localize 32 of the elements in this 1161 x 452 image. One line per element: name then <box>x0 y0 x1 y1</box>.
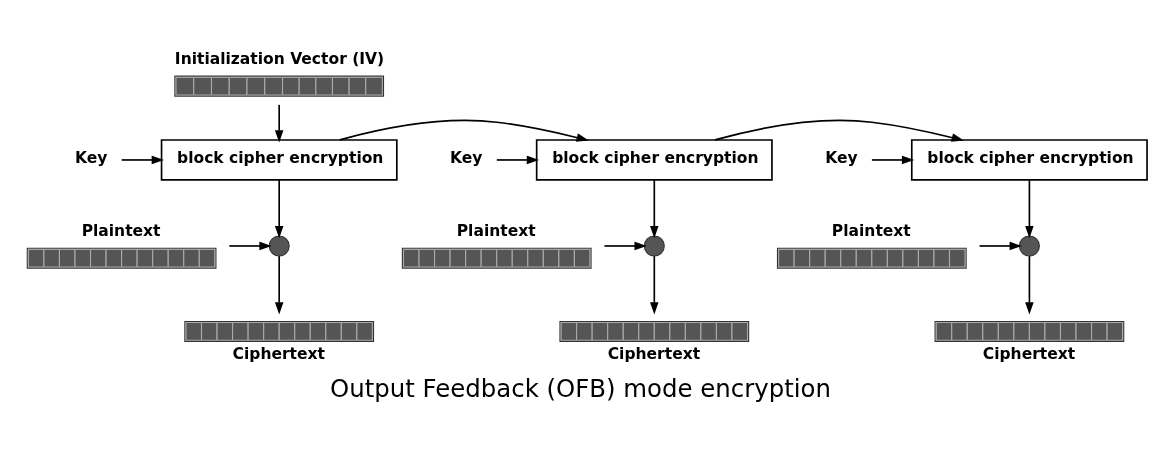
node-box: block cipher encryption <box>535 139 773 181</box>
arrow <box>274 104 284 143</box>
node-circle <box>1018 235 1040 257</box>
node-text: Key <box>74 148 108 167</box>
arrow <box>603 241 647 251</box>
arrow <box>1025 179 1034 239</box>
arrow <box>495 155 539 165</box>
node-box: block cipher encryption <box>160 139 398 181</box>
arrow <box>650 179 659 239</box>
node-box: block cipher encryption <box>910 139 1148 181</box>
node-label: Plaintext <box>456 222 536 241</box>
arrow <box>274 179 284 239</box>
arrow <box>120 155 164 165</box>
arrow <box>871 155 915 165</box>
arrow <box>228 241 272 251</box>
node-text: Key <box>825 148 858 167</box>
node-text: Key <box>450 148 483 167</box>
arrow <box>339 119 589 142</box>
node-label: Ciphertext <box>232 345 325 364</box>
arrow <box>978 241 1022 251</box>
arrow <box>714 119 964 142</box>
node-circle <box>268 235 290 257</box>
arrow <box>1025 255 1034 315</box>
caption: Output Feedback (OFB) mode encryption <box>330 374 831 404</box>
arrow <box>650 255 659 315</box>
node-circle <box>643 235 665 257</box>
arrow <box>274 255 284 315</box>
node-label: Plaintext <box>831 222 911 241</box>
node-label: Initialization Vector (IV) <box>174 50 385 69</box>
node-label: Plaintext <box>81 222 161 241</box>
node-label: Ciphertext <box>982 345 1076 364</box>
node-label: Ciphertext <box>607 345 701 364</box>
